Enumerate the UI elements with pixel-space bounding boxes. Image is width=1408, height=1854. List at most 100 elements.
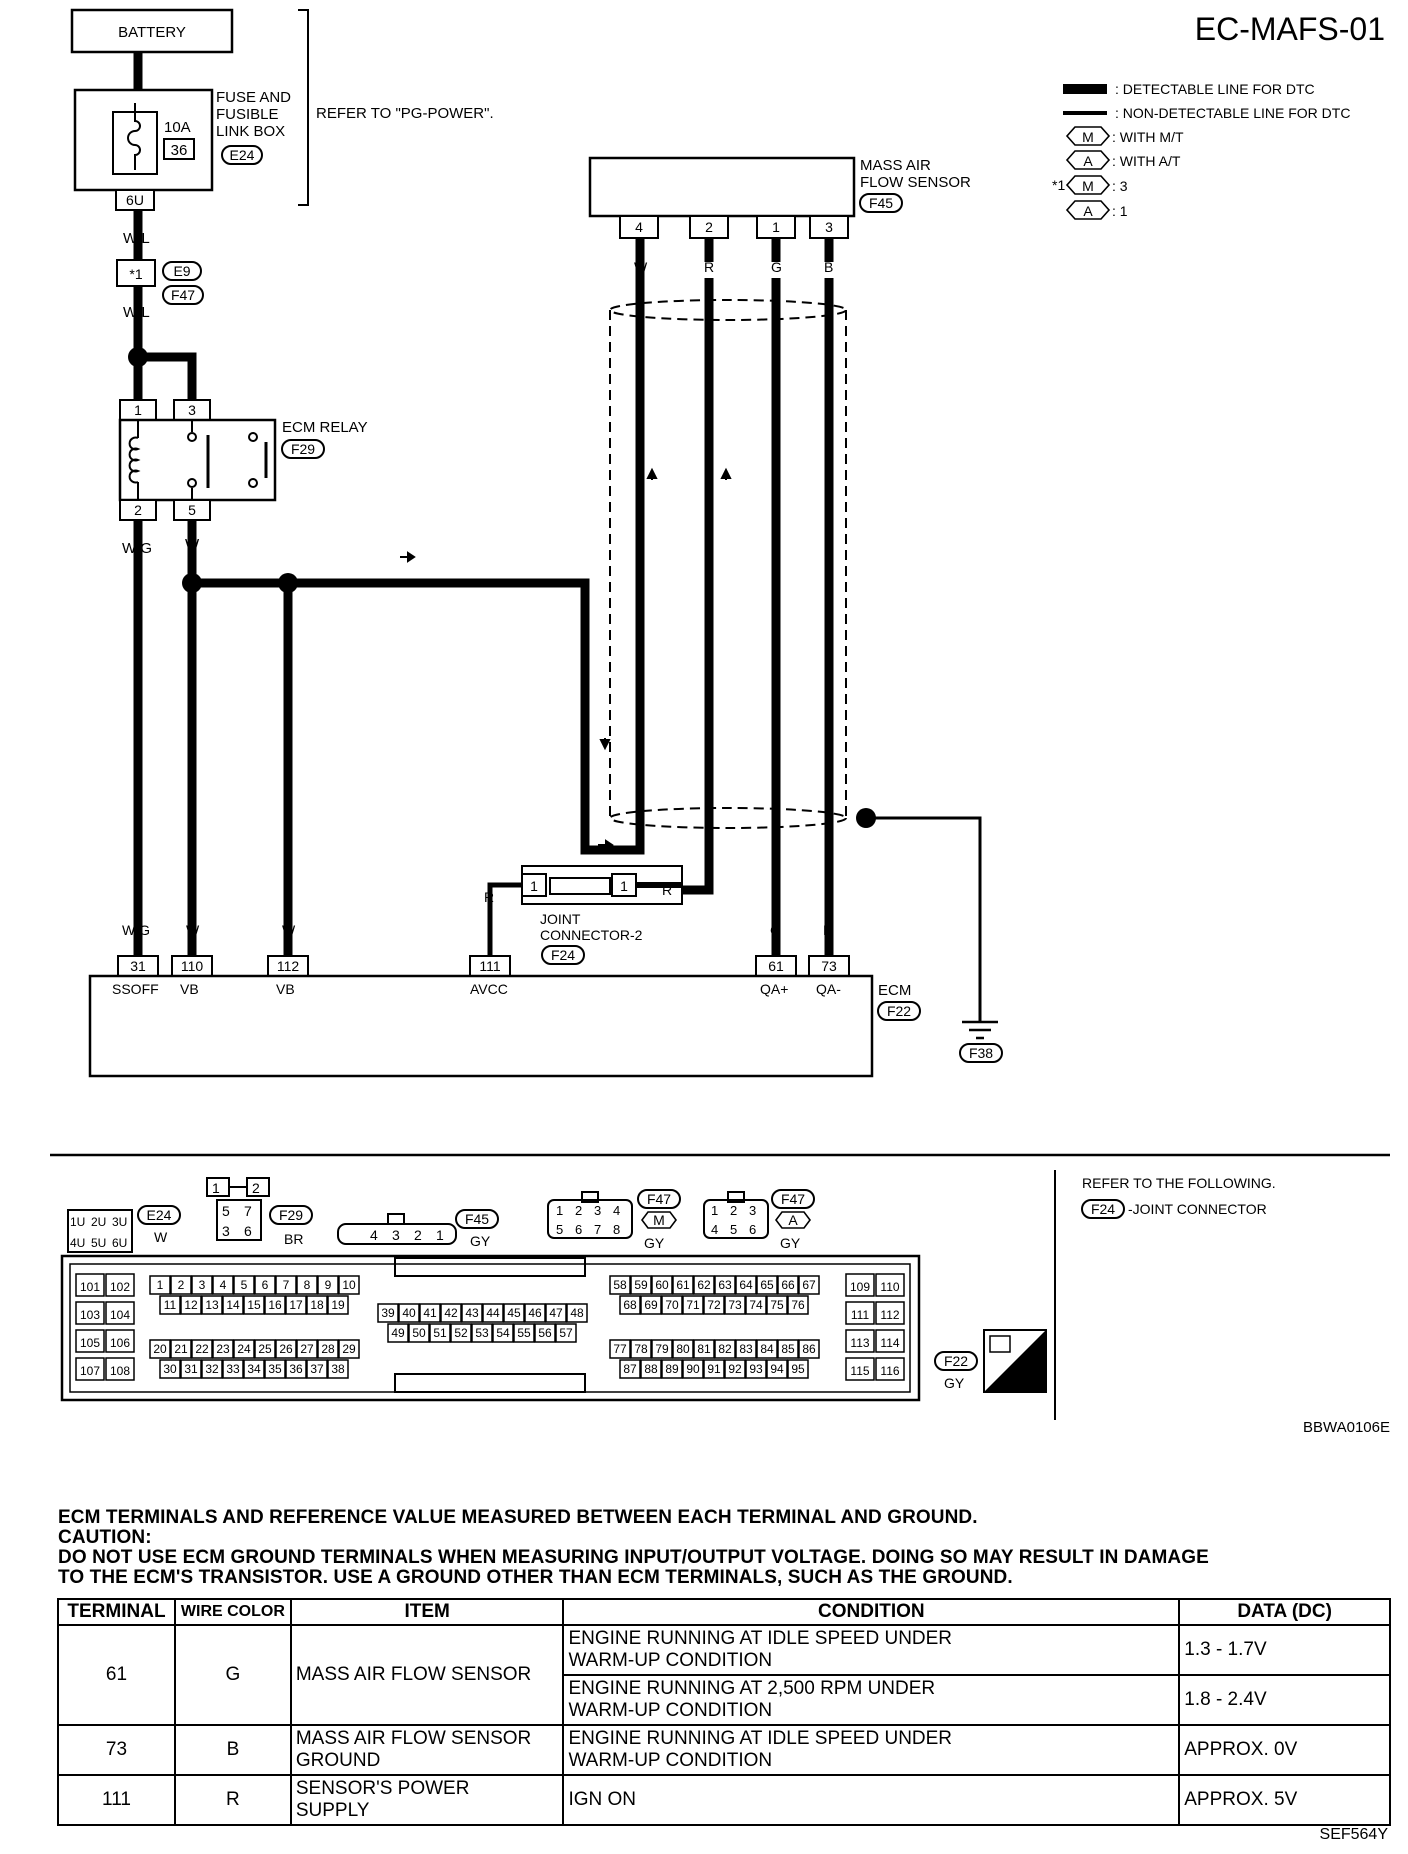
ecm-pin: 29 bbox=[338, 1339, 360, 1359]
svg-text:F29: F29 bbox=[279, 1207, 303, 1223]
svg-text:81: 81 bbox=[697, 1342, 711, 1356]
ecm-pin: 57 bbox=[555, 1323, 577, 1343]
svg-text:14: 14 bbox=[226, 1298, 240, 1312]
svg-text:116: 116 bbox=[880, 1364, 899, 1378]
fuse-rating: 10A bbox=[164, 119, 191, 136]
svg-text:B: B bbox=[823, 922, 832, 938]
svg-text:3U: 3U bbox=[112, 1215, 127, 1229]
svg-text:112: 112 bbox=[880, 1308, 899, 1322]
svg-text:39: 39 bbox=[381, 1306, 395, 1320]
svg-text:8: 8 bbox=[304, 1278, 311, 1292]
ecm-pin: 78 bbox=[630, 1339, 652, 1359]
f24-label: F24 bbox=[1091, 1201, 1115, 1217]
ecm-pin: 77 bbox=[609, 1339, 631, 1359]
table-row: 61 G MASS AIR FLOW SENSOR ENGINE RUNNING… bbox=[57, 1624, 1391, 1726]
ecm-pin: 104 bbox=[105, 1301, 135, 1325]
maf-terminals: 4 2 1 3 bbox=[619, 215, 849, 239]
svg-text:84: 84 bbox=[760, 1342, 774, 1356]
svg-text:6: 6 bbox=[575, 1222, 582, 1237]
ecm-pin: 74 bbox=[745, 1295, 767, 1315]
maf-t2: 2 bbox=[705, 219, 713, 235]
svg-text:24: 24 bbox=[237, 1342, 251, 1356]
refer-following: REFER TO THE FOLLOWING. bbox=[1082, 1175, 1276, 1191]
svg-text:H.S.: H.S. bbox=[1018, 1373, 1045, 1389]
ecm-pin: 83 bbox=[735, 1339, 757, 1359]
ecm-pin: 84 bbox=[756, 1339, 778, 1359]
ecm-pin: 86 bbox=[798, 1339, 820, 1359]
ecm-pin: 60 bbox=[651, 1275, 673, 1295]
legend-detectable-line bbox=[1063, 84, 1107, 94]
ecm-pin: 41 bbox=[419, 1303, 441, 1323]
svg-text:41: 41 bbox=[423, 1306, 437, 1320]
ecm-pin: 42 bbox=[440, 1303, 462, 1323]
svg-text:13: 13 bbox=[205, 1298, 219, 1312]
wire-wl-label-2: W/L bbox=[123, 304, 150, 321]
ecm-pin: 55 bbox=[513, 1323, 535, 1343]
ecm-pin: 56 bbox=[534, 1323, 556, 1343]
svg-text:4: 4 bbox=[370, 1227, 378, 1243]
svg-text:111: 111 bbox=[851, 1308, 870, 1322]
ecm-pin: 23 bbox=[212, 1339, 234, 1359]
ecm-pin: 107 bbox=[75, 1357, 105, 1381]
maf-c3: B bbox=[824, 259, 833, 275]
refer-pg-power: REFER TO "PG-POWER". bbox=[316, 105, 494, 122]
ecm-pin: 75 bbox=[766, 1295, 788, 1315]
ref-code: BBWA0106E bbox=[1303, 1419, 1390, 1436]
svg-text:2: 2 bbox=[252, 1180, 260, 1196]
svg-text:58: 58 bbox=[613, 1278, 627, 1292]
ecm-pin: 27 bbox=[296, 1339, 318, 1359]
ecm-terminal-table: TERMINAL WIRE COLOR ITEM CONDITION DATA … bbox=[57, 1598, 1391, 1826]
ecm-pin: 5 bbox=[233, 1275, 255, 1295]
f24-desc: -JOINT CONNECTOR bbox=[1128, 1201, 1267, 1217]
svg-text:5: 5 bbox=[222, 1203, 230, 1219]
ecm-pin: 25 bbox=[254, 1339, 276, 1359]
svg-text:47: 47 bbox=[549, 1306, 563, 1320]
maf-conn-badge bbox=[859, 193, 903, 213]
maf-t3: 3 bbox=[825, 219, 833, 235]
svg-text:103: 103 bbox=[80, 1308, 100, 1322]
ecm-pin: 22 bbox=[191, 1339, 213, 1359]
table-header: TERMINAL WIRE COLOR ITEM CONDITION DATA … bbox=[57, 1598, 1391, 1626]
svg-text:69: 69 bbox=[644, 1298, 658, 1312]
relay-coil bbox=[128, 436, 141, 484]
ecm-pin: 108 bbox=[105, 1357, 135, 1381]
f24-badge bbox=[1081, 1199, 1125, 1219]
svg-text:4U: 4U bbox=[70, 1236, 85, 1250]
maf-sensor-box bbox=[588, 156, 856, 218]
svg-text:12: 12 bbox=[184, 1298, 198, 1312]
connector-e24: 1U 2U 3U 4U 5U 6U E24 W bbox=[67, 1205, 181, 1253]
battery-label: BATTERY bbox=[118, 24, 186, 41]
legend-star1-m: : 3 bbox=[1112, 178, 1128, 194]
svg-text:112: 112 bbox=[277, 958, 300, 974]
svg-text:G: G bbox=[770, 922, 781, 938]
ecm-pin: 3 bbox=[191, 1275, 213, 1295]
svg-text:F47: F47 bbox=[781, 1191, 805, 1207]
ecm-pin: 14 bbox=[222, 1295, 244, 1315]
svg-text:3: 3 bbox=[199, 1278, 206, 1292]
svg-text:91: 91 bbox=[707, 1362, 721, 1376]
harness-side-icon: H.S. bbox=[983, 1329, 1047, 1393]
svg-text:114: 114 bbox=[880, 1336, 899, 1350]
svg-text:49: 49 bbox=[391, 1326, 405, 1340]
svg-text:65: 65 bbox=[760, 1278, 774, 1292]
ecm-pin: 33 bbox=[222, 1359, 244, 1379]
svg-text:70: 70 bbox=[665, 1298, 679, 1312]
svg-text:78: 78 bbox=[634, 1342, 648, 1356]
battery-box bbox=[70, 8, 234, 54]
f22-badge bbox=[934, 1351, 978, 1371]
ecm-pin: 34 bbox=[243, 1359, 265, 1379]
svg-text:W: W bbox=[186, 922, 200, 938]
e9-label: E9 bbox=[173, 263, 190, 279]
svg-text:75: 75 bbox=[770, 1298, 784, 1312]
svg-text:42: 42 bbox=[444, 1306, 458, 1320]
ecm-terminal-110: W 110 VB bbox=[171, 922, 213, 997]
svg-text:101: 101 bbox=[80, 1280, 100, 1294]
fuse-box-label-2: FUSIBLE bbox=[216, 106, 279, 123]
ecm-pin: 17 bbox=[285, 1295, 307, 1315]
ecm-pin: 76 bbox=[787, 1295, 809, 1315]
ecm-pin: 64 bbox=[735, 1275, 757, 1295]
svg-text:26: 26 bbox=[279, 1342, 293, 1356]
svg-text:33: 33 bbox=[226, 1362, 240, 1376]
svg-text:66: 66 bbox=[781, 1278, 795, 1292]
